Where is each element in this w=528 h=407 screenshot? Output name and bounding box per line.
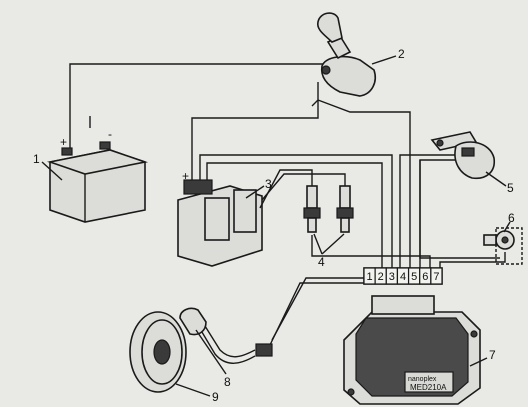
module-mount-hole-right xyxy=(470,330,478,338)
leader-3 xyxy=(245,185,265,199)
wire-sensor5 xyxy=(399,154,460,268)
spark-plugs xyxy=(259,169,354,233)
sensor6-plug xyxy=(483,234,497,246)
module-brand: nanoplex xyxy=(408,376,437,383)
module-mount-hole-left xyxy=(347,388,355,396)
sensor6-core xyxy=(501,236,509,244)
callout-labels: 1 2 3 4 5 6 7 8 9 xyxy=(33,47,515,404)
connector-pin-number: 6 xyxy=(422,271,428,283)
wire-coil-feed xyxy=(199,154,393,268)
callout-7: 7 xyxy=(489,348,496,362)
connector-pin-number: 5 xyxy=(411,271,417,283)
callout-8: 8 xyxy=(224,375,231,389)
spark-plug-right xyxy=(261,173,354,233)
leader-5 xyxy=(485,171,507,187)
callout-2: 2 xyxy=(398,47,405,61)
plug-hex-right xyxy=(336,207,354,219)
battery-top xyxy=(46,149,149,175)
callout-1: 1 xyxy=(33,152,40,166)
battery-minus-sign: - xyxy=(108,127,112,141)
leader-2 xyxy=(371,55,397,65)
leader-9 xyxy=(175,383,211,397)
battery: + - xyxy=(46,127,149,223)
control-module: nanoplex MED210A xyxy=(343,295,481,405)
wire-8-lead-b xyxy=(195,321,256,364)
sensor-5 xyxy=(430,131,496,180)
wiring xyxy=(69,63,506,364)
callout-4: 4 xyxy=(318,255,325,269)
plug-lead-left xyxy=(259,169,313,209)
coil-body-left xyxy=(204,197,230,241)
callout-3: 3 xyxy=(265,177,272,191)
ignition-coil: + xyxy=(177,169,263,267)
leader-1 xyxy=(41,161,63,181)
module-label-plate xyxy=(404,371,454,393)
connector-pin-number: 3 xyxy=(389,271,395,283)
pickup-body xyxy=(179,307,207,336)
leader-8 xyxy=(195,329,227,375)
callout-5: 5 xyxy=(507,181,514,195)
wire-to-6 xyxy=(311,235,431,268)
ignition-key xyxy=(316,12,343,43)
plug-lead-right xyxy=(261,173,346,201)
battery-terminal-pos xyxy=(61,147,73,156)
pickup-sensor xyxy=(179,307,273,357)
plug-hex-left xyxy=(303,207,321,219)
coil-plus-sign: + xyxy=(182,169,189,183)
callout-leaders xyxy=(41,55,511,397)
sensor-6 xyxy=(483,227,523,265)
coil-body-right xyxy=(233,189,257,233)
coil-terminal-block xyxy=(183,179,213,195)
spark-plug-left xyxy=(259,169,321,233)
pickup-plug xyxy=(255,343,273,357)
connector-pin-number: 1 xyxy=(367,271,373,283)
wire-sensor5-b xyxy=(419,159,462,268)
sensor5-plug xyxy=(461,147,475,157)
switch-body xyxy=(320,55,376,97)
connector-pin-number: 2 xyxy=(378,271,384,283)
module-model: MED210A xyxy=(410,383,447,392)
wire-to-8b xyxy=(271,277,364,341)
plug-insulator-left xyxy=(306,185,318,209)
plug-thread-right xyxy=(340,217,350,233)
plug-thread-left xyxy=(307,217,317,233)
sensor5-hole xyxy=(436,139,444,147)
battery-plus-sign: + xyxy=(60,135,67,149)
connector-pin-number: 4 xyxy=(400,271,406,283)
wire-switch-junction xyxy=(191,100,319,182)
sensor6-dashed-box xyxy=(495,227,523,265)
wire-to-6b xyxy=(419,160,500,259)
leader-7 xyxy=(469,357,488,367)
connector-pin-cell xyxy=(430,267,443,285)
leader-4 xyxy=(313,233,345,255)
leader-6 xyxy=(503,221,511,233)
ignition-switch xyxy=(316,12,376,97)
callout-6: 6 xyxy=(508,211,515,225)
flywheel-hub xyxy=(153,339,171,365)
wire-switch-down xyxy=(311,82,319,107)
wire-pin7-6 xyxy=(439,252,506,268)
wire-coil-b xyxy=(206,162,383,268)
connector-pin-number: 7 xyxy=(433,271,439,283)
switch-terminal xyxy=(321,65,331,75)
wire-8-lead xyxy=(199,317,256,358)
module-connector-socket xyxy=(371,295,435,315)
battery-terminal-neg xyxy=(99,141,111,150)
wire-battery-switch xyxy=(69,63,325,150)
flywheel xyxy=(129,311,187,393)
callout-9: 9 xyxy=(212,390,219,404)
plug-insulator-right xyxy=(339,185,351,209)
wire-switch-pin4 xyxy=(317,99,411,268)
